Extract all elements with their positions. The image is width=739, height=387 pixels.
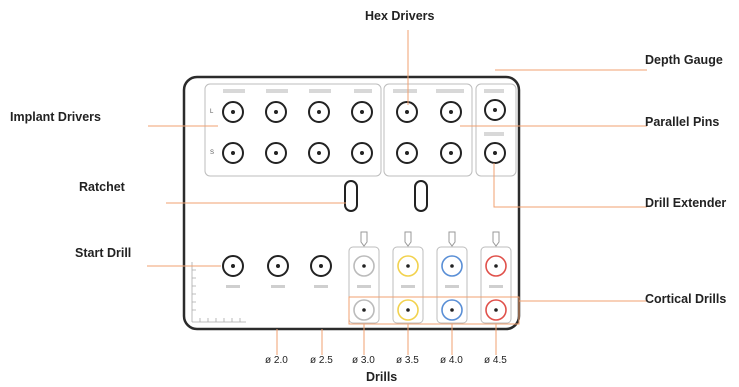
- engraved-size-3-5: [401, 285, 415, 288]
- row-mark-bottom: S: [210, 150, 214, 156]
- drill-size-2-5: ø 2.5: [310, 355, 333, 366]
- label-cortical-drills: Cortical Drills: [645, 292, 727, 306]
- dot-10: [317, 151, 321, 155]
- slot-header-1: [223, 89, 245, 93]
- cortical-compartment-4-0: [436, 246, 468, 324]
- slot-header-8: [484, 132, 504, 136]
- drill-size-3-5: ø 3.5: [396, 355, 419, 366]
- label-ratchet: Ratchet: [79, 180, 125, 194]
- dot-7: [493, 108, 497, 112]
- cortical-bracket: [348, 296, 520, 325]
- dot-45: [494, 264, 498, 268]
- drill-size-2-0: ø 2.0: [265, 355, 288, 366]
- dot-30: [362, 264, 366, 268]
- label-depth-gauge: Depth Gauge: [645, 53, 723, 67]
- dot-3: [317, 110, 321, 114]
- drill-icon-4-0: [448, 231, 456, 247]
- drill-icon-3-0: [360, 231, 368, 247]
- dot-start: [231, 264, 235, 268]
- dot-c30: [362, 308, 366, 312]
- dot-13: [449, 151, 453, 155]
- dot-25: [319, 264, 323, 268]
- cortical-compartment-4-5: [480, 246, 512, 324]
- dot-11: [360, 151, 364, 155]
- dot-6: [449, 110, 453, 114]
- label-implant-drivers: Implant Drivers: [10, 110, 102, 124]
- ruler-ticks-h: [199, 318, 241, 322]
- dot-4: [360, 110, 364, 114]
- dot-9: [274, 151, 278, 155]
- dot-2: [274, 110, 278, 114]
- implant-drivers-compartment: [204, 83, 382, 177]
- drill-size-4-0: ø 4.0: [440, 355, 463, 366]
- dot-c45: [494, 308, 498, 312]
- engraved-size-3-0: [357, 285, 371, 288]
- label-drill-extender: Drill Extender: [645, 196, 727, 210]
- drill-size-4-5: ø 4.5: [484, 355, 507, 366]
- dot-1: [231, 110, 235, 114]
- ratchet-slot-right: [414, 180, 428, 212]
- cortical-compartment-3-5: [392, 246, 424, 324]
- label-parallel-pins: Parallel Pins: [645, 115, 720, 129]
- dot-8: [231, 151, 235, 155]
- dot-c35: [406, 308, 410, 312]
- slot-header-2: [266, 89, 288, 93]
- ratchet-slot-left: [344, 180, 358, 212]
- ruler-ticks-v: [192, 269, 196, 311]
- dot-40: [450, 264, 454, 268]
- dot-5: [405, 110, 409, 114]
- label-hex-drivers: Hex Drivers: [365, 9, 435, 23]
- engraved-size-2-5: [314, 285, 328, 288]
- label-start-drill: Start Drill: [75, 246, 132, 260]
- cortical-compartment-3-0: [348, 246, 380, 324]
- row-mark-top: L: [210, 109, 214, 115]
- drill-size-3-0: ø 3.0: [352, 355, 375, 366]
- slot-header-4: [354, 89, 372, 93]
- slot-header-6: [436, 89, 464, 93]
- gauge-extender-compartment: [475, 83, 517, 177]
- label-drills: Drills: [366, 370, 398, 384]
- engraved-size-4-0: [445, 285, 459, 288]
- dot-c40: [450, 308, 454, 312]
- slot-header-3: [309, 89, 331, 93]
- dot-14: [493, 151, 497, 155]
- engraved-size-2-0: [271, 285, 285, 288]
- slot-header-7: [484, 89, 504, 93]
- engraved-size-4-5: [489, 285, 503, 288]
- leader-drill-extender: [493, 163, 647, 208]
- engraved-size-start: [226, 285, 240, 288]
- dot-12: [405, 151, 409, 155]
- hex-drivers-compartment: [383, 83, 473, 177]
- dot-35: [406, 264, 410, 268]
- drill-icon-3-5: [404, 231, 412, 247]
- slot-header-5: [393, 89, 417, 93]
- drill-icon-4-5: [492, 231, 500, 247]
- dot-20: [276, 264, 280, 268]
